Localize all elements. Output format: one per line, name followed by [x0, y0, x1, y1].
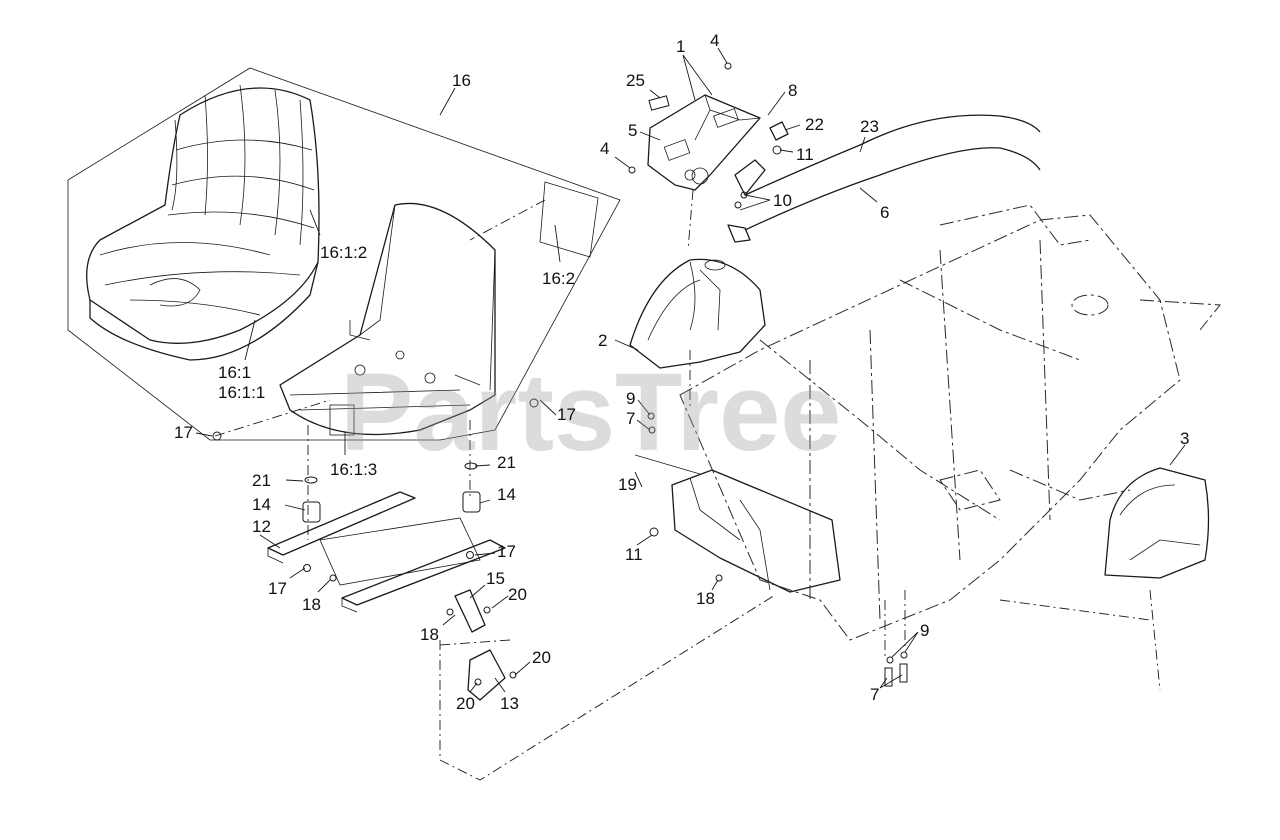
- isolator-right[interactable]: [462, 462, 481, 513]
- callout-12[interactable]: 12: [252, 517, 271, 536]
- callout-9-b[interactable]: 9: [920, 621, 929, 640]
- callout-4-a[interactable]: 4: [710, 31, 719, 50]
- seat-rails[interactable]: [267, 491, 506, 613]
- callout-17-d[interactable]: 17: [268, 579, 287, 598]
- callout-8[interactable]: 8: [788, 81, 797, 100]
- seat-decal: [539, 181, 599, 258]
- callout-16-1-1[interactable]: 16:1:1: [218, 383, 265, 402]
- right-control-tower[interactable]: [1104, 467, 1210, 579]
- seat-pan[interactable]: [279, 202, 496, 436]
- callout-11-a[interactable]: 11: [796, 145, 814, 164]
- callout-labels: 16 16:1:2 16:2 16:1 16:1:1 16:1:3 17 17 …: [174, 31, 1189, 713]
- callout-18-a[interactable]: 18: [302, 595, 321, 614]
- callout-11-b[interactable]: 11: [625, 545, 643, 564]
- control-panel[interactable]: [647, 94, 761, 191]
- choke-lever[interactable]: [727, 121, 789, 243]
- callout-17-b[interactable]: 17: [557, 405, 576, 424]
- throttle-cable[interactable]: [744, 114, 1041, 196]
- seat-cushion[interactable]: [86, 84, 320, 361]
- reference-lines: [214, 189, 1161, 781]
- callout-14-a[interactable]: 14: [252, 495, 271, 514]
- callout-17-a[interactable]: 17: [174, 423, 193, 442]
- callout-16-1[interactable]: 16:1: [218, 363, 251, 382]
- hardware-fasteners: [212, 62, 908, 687]
- callout-16-2[interactable]: 16:2: [542, 269, 575, 288]
- callout-18-b[interactable]: 18: [420, 625, 439, 644]
- callout-19[interactable]: 19: [618, 475, 637, 494]
- callout-20-b[interactable]: 20: [532, 648, 551, 667]
- callout-23[interactable]: 23: [860, 117, 879, 136]
- callout-20-c[interactable]: 20: [456, 694, 475, 713]
- left-control-tower[interactable]: [629, 258, 766, 369]
- callout-22[interactable]: 22: [805, 115, 824, 134]
- callout-21-a[interactable]: 21: [252, 471, 271, 490]
- callout-20-a[interactable]: 20: [508, 585, 527, 604]
- callout-16-1-3[interactable]: 16:1:3: [330, 460, 377, 479]
- callout-21-b[interactable]: 21: [497, 453, 516, 472]
- callout-7-b[interactable]: 7: [870, 685, 879, 704]
- callout-1[interactable]: 1: [676, 37, 685, 56]
- callout-7-a[interactable]: 7: [626, 409, 635, 428]
- callout-16[interactable]: 16: [452, 71, 471, 90]
- callout-10[interactable]: 10: [773, 191, 792, 210]
- callout-4-b[interactable]: 4: [600, 139, 609, 158]
- chassis-frame: [679, 204, 1221, 641]
- watermark: PartsTree: [340, 351, 841, 474]
- latch-bracket-13[interactable]: [467, 649, 506, 701]
- callout-5[interactable]: 5: [628, 121, 637, 140]
- callout-18-c[interactable]: 18: [696, 589, 715, 608]
- console-bracket[interactable]: [634, 454, 841, 593]
- callout-17-c[interactable]: 17: [497, 542, 516, 561]
- callout-16-1-2[interactable]: 16:1:2: [320, 243, 367, 262]
- callout-15[interactable]: 15: [486, 569, 505, 588]
- seat-assembly-boundary: [67, 67, 621, 441]
- callout-9-a[interactable]: 9: [626, 389, 635, 408]
- callout-14-b[interactable]: 14: [497, 485, 516, 504]
- latch-bracket-15[interactable]: [454, 589, 486, 633]
- callout-6[interactable]: 6: [880, 203, 889, 222]
- choke-cable[interactable]: [744, 147, 1041, 231]
- callout-13[interactable]: 13: [500, 694, 519, 713]
- callout-2[interactable]: 2: [598, 331, 607, 350]
- isolator-left[interactable]: [302, 476, 321, 523]
- leader-lines: [195, 47, 1186, 693]
- callout-3[interactable]: 3: [1180, 429, 1189, 448]
- callout-25[interactable]: 25: [626, 71, 645, 90]
